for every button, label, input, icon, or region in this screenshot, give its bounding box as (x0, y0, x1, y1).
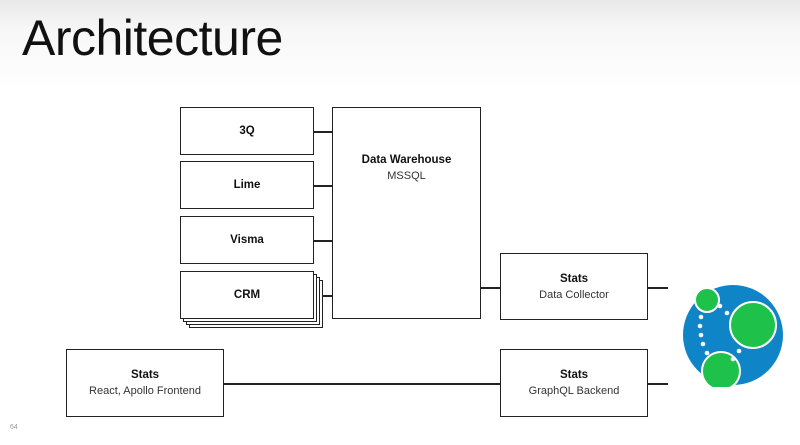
connector-backend-db (648, 383, 668, 385)
source-box-lime: Lime (180, 161, 314, 209)
data-warehouse-label: Data Warehouse (361, 154, 452, 166)
source-label-3q: 3Q (239, 125, 255, 137)
logo-node-small (694, 287, 720, 313)
stats-react-frontend-label: Stats (130, 369, 160, 381)
page-title: Architecture (22, 10, 283, 66)
connector-lime-warehouse (314, 185, 333, 187)
stats-graphql-backend-box: Stats GraphQL Backend (500, 349, 648, 417)
data-warehouse-sublabel: MSSQL (387, 170, 426, 182)
data-warehouse-box: Data Warehouse MSSQL (332, 107, 481, 319)
source-box-3q: 3Q (180, 107, 314, 155)
stats-react-frontend-box: Stats React, Apollo Frontend (66, 349, 224, 417)
connector-collector-db (648, 287, 668, 289)
stats-data-collector-sublabel: Data Collector (539, 288, 609, 301)
source-box-visma: Visma (180, 216, 314, 264)
connector-crm-warehouse (323, 295, 333, 297)
stats-graphql-backend-label: Stats (559, 369, 589, 381)
connector-visma-warehouse (314, 240, 333, 242)
logo-node-medium (701, 351, 741, 387)
source-label-lime: Lime (233, 179, 261, 191)
stats-data-collector-box: Stats Data Collector (500, 253, 648, 320)
page-number: 64 (10, 424, 18, 431)
graph-database-logo-icon (683, 285, 783, 387)
source-box-crm: CRM (180, 271, 314, 319)
connector-warehouse-collector (481, 287, 501, 289)
stats-graphql-backend-sublabel: GraphQL Backend (528, 385, 620, 397)
connector-frontend-backend (224, 383, 501, 385)
source-label-visma: Visma (230, 234, 264, 246)
source-label-crm: CRM (233, 289, 261, 301)
stats-data-collector-label: Stats (559, 272, 589, 285)
logo-node-large (729, 301, 777, 349)
connector-3q-warehouse (314, 131, 333, 133)
logo-dots (697, 303, 742, 362)
stats-react-frontend-sublabel: React, Apollo Frontend (89, 385, 201, 397)
